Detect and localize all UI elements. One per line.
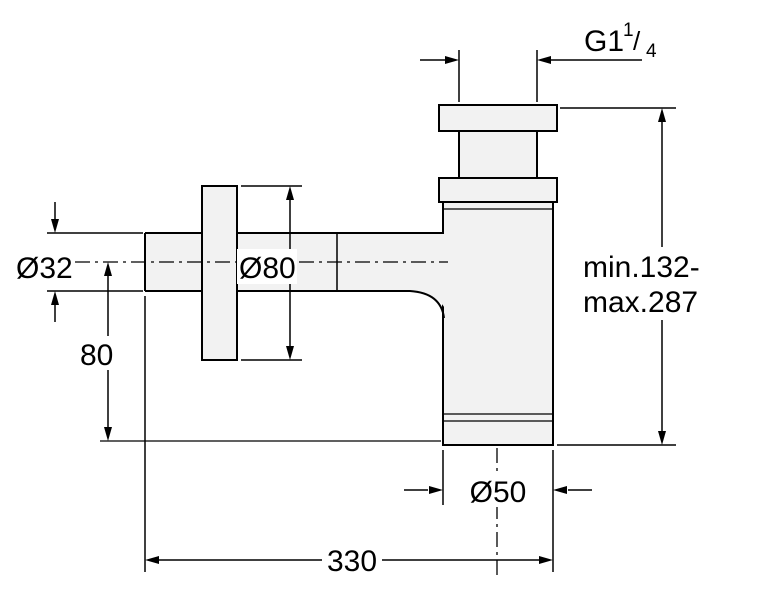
label-height-range-mask	[580, 247, 728, 320]
label-overall-width-mask	[322, 541, 382, 577]
label-thread-denominator: 4	[646, 41, 657, 62]
label-body-diameter-mask	[462, 471, 534, 507]
label-inlet-height-mask	[78, 336, 116, 370]
label-height-range-line1: min.132-	[583, 251, 700, 284]
dim-rosette-diameter: Ø80	[237, 185, 302, 361]
trap-body	[442, 201, 554, 446]
inlet-dia-arrowhead-top	[51, 219, 59, 233]
label-inlet-diameter: Ø32	[16, 252, 73, 285]
dim-inlet-diameter: Ø32	[16, 202, 143, 322]
inlet-dia-arrowhead-bottom	[51, 291, 59, 305]
thread-arrowhead-left	[445, 56, 459, 64]
label-rosette-mask	[237, 249, 297, 284]
label-thread: G1	[584, 25, 624, 58]
neck-tube	[458, 130, 538, 179]
top-flange	[438, 104, 558, 132]
label-thread-slash: /	[633, 26, 641, 56]
label-overall-width: 330	[327, 545, 377, 578]
union-nut	[438, 177, 558, 203]
dim-overall-width: 330	[144, 296, 554, 578]
body-dia-arrowhead-left	[429, 486, 443, 494]
dim-thread: G1 1 / 4	[420, 20, 657, 102]
inlet-height-arrowhead-bottom	[104, 427, 112, 441]
thread-arrowhead-right	[537, 56, 551, 64]
overall-width-arrowhead-left	[145, 556, 159, 564]
label-height-range-line2: max.287	[583, 286, 698, 319]
rosette-arrowhead-top	[286, 186, 294, 200]
dim-inlet-height: 80	[78, 262, 441, 442]
height-range-arrowhead-bottom	[658, 431, 666, 445]
label-inlet-height: 80	[80, 339, 113, 372]
overall-width-arrowhead-right	[539, 556, 553, 564]
dim-body-diameter: Ø50	[404, 450, 592, 509]
dim-height-range: min.132- max.287	[557, 107, 728, 446]
height-range-arrowhead-top	[658, 108, 666, 122]
inlet-height-arrowhead-top	[104, 262, 112, 276]
fixture	[144, 104, 558, 446]
wall-rosette	[201, 185, 238, 361]
label-rosette-diameter: Ø80	[239, 252, 296, 285]
label-thread-numerator: 1	[623, 20, 634, 41]
rosette-arrowhead-bottom	[286, 346, 294, 360]
centerlines	[75, 261, 498, 577]
body-dia-arrowhead-right	[553, 486, 567, 494]
label-body-diameter: Ø50	[470, 476, 527, 509]
